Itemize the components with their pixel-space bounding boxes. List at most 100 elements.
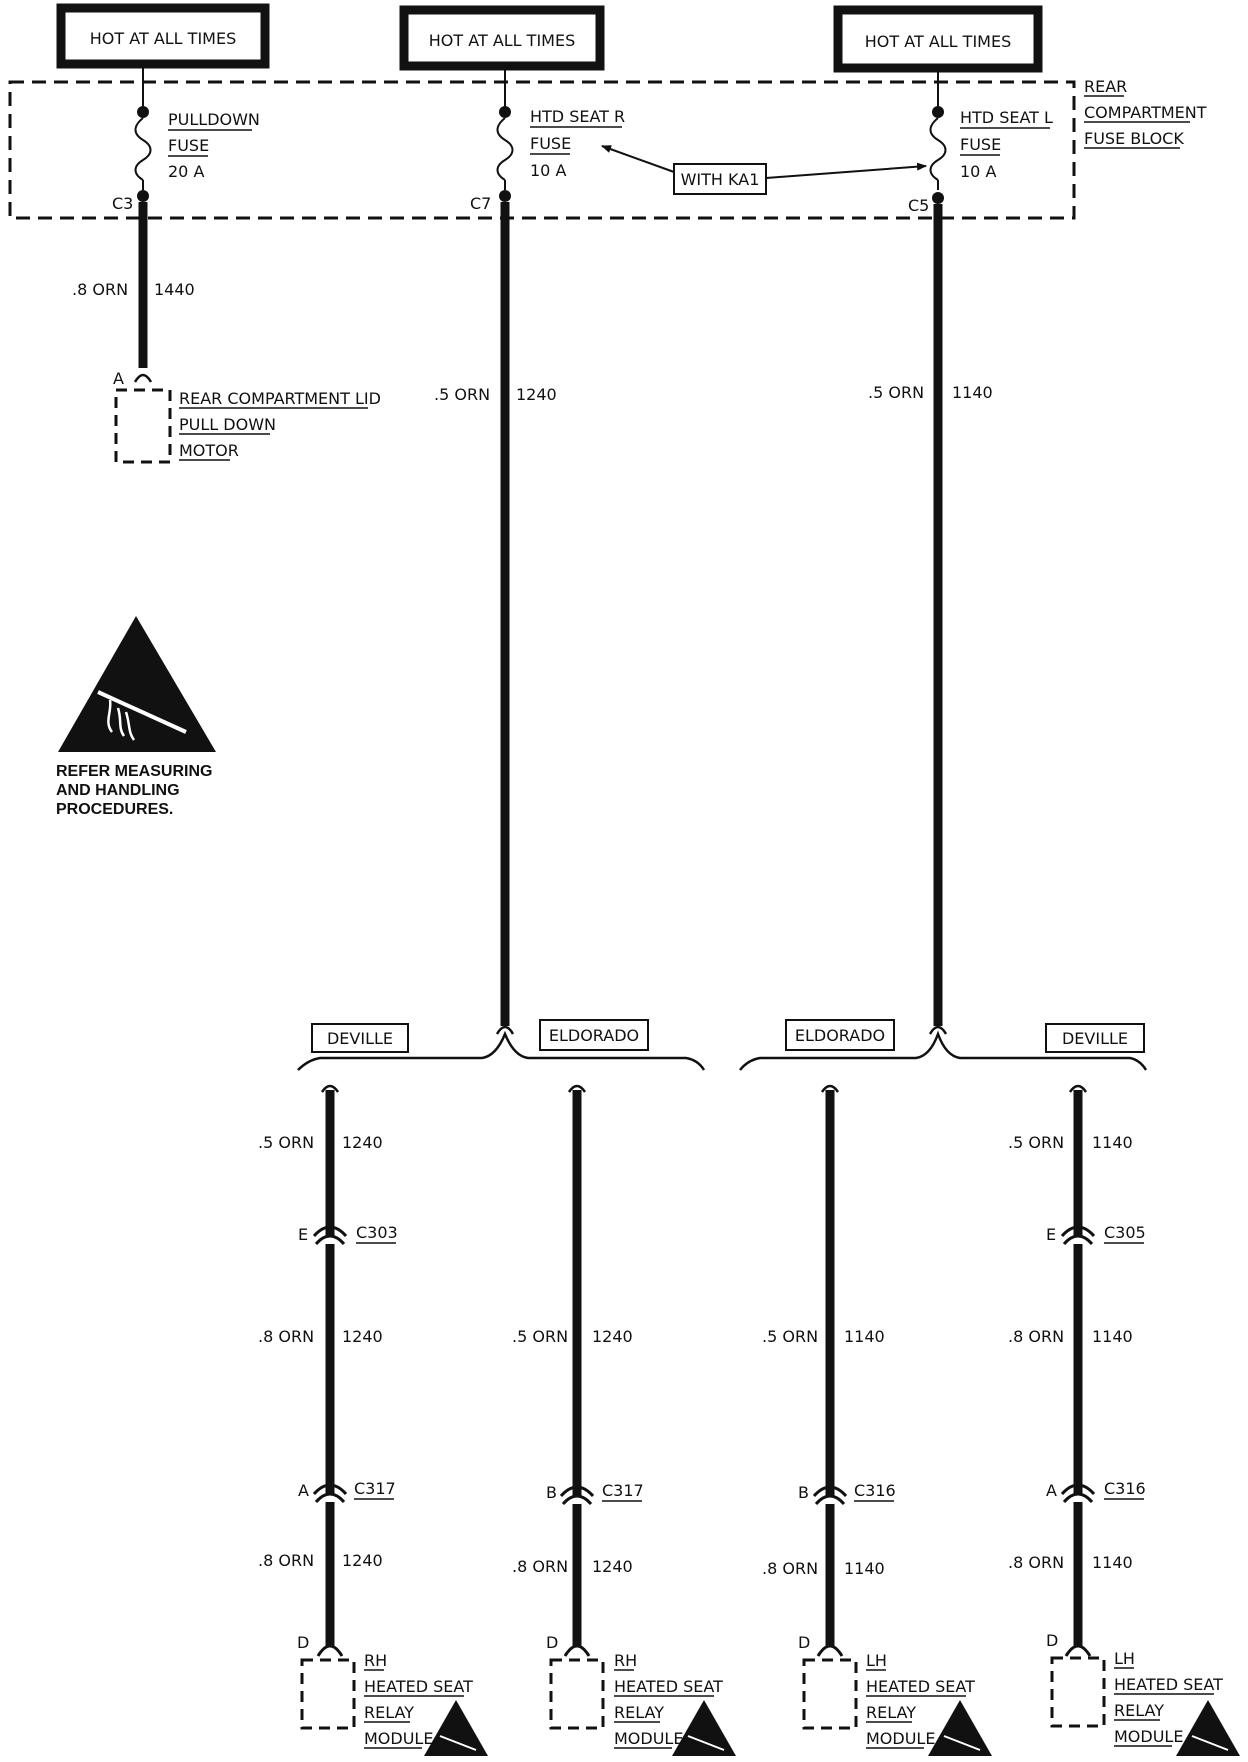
b2-wire2-gauge: .5 ORN: [512, 1327, 568, 1346]
b1-wire3-gauge: .8 ORN: [258, 1551, 314, 1570]
pulldown-fuse-word: FUSE: [168, 136, 209, 155]
hot-box-1: HOT AT ALL TIMES: [56, 3, 270, 69]
b2-conn2-pin: B: [546, 1483, 557, 1502]
b3-wire2-circuit: 1140: [844, 1327, 885, 1346]
b4-conn1-pin: E: [1046, 1225, 1056, 1244]
b3-module-line-4: MODULE: [866, 1729, 935, 1748]
option-label: WITH KA1: [681, 170, 760, 189]
fuse-block-label: REAR COMPARTMENT FUSE BLOCK: [1084, 77, 1207, 149]
htd-seat-l-fuse-word: FUSE: [960, 135, 1001, 154]
hot-box-3: HOT AT ALL TIMES: [833, 5, 1043, 73]
esd-icon: [1176, 1700, 1240, 1756]
htd-seat-l-fuse-rating: 10 A: [960, 162, 996, 181]
option-callout: WITH KA1: [601, 145, 927, 195]
b2-module-line-3: RELAY: [614, 1703, 664, 1722]
b2-wire2-circuit: 1240: [592, 1327, 633, 1346]
b2-module-pin: D: [546, 1633, 558, 1652]
fuse-block-outline: [8, 80, 1076, 220]
b4-module-line-2: HEATED SEAT: [1114, 1675, 1223, 1694]
b3-module-pin: D: [798, 1633, 810, 1652]
b1-wire2-gauge: .8 ORN: [258, 1327, 314, 1346]
pulldown-fuse: PULLDOWN FUSE 20 A C3: [112, 68, 260, 213]
htd-seat-r-fuse-name: HTD SEAT R: [530, 107, 625, 126]
motor-pin: A: [113, 369, 124, 388]
fuse-block-line-3: FUSE BLOCK: [1084, 129, 1184, 148]
b1-module-line-3: RELAY: [364, 1703, 414, 1722]
wire-1240-circuit: 1240: [516, 385, 557, 404]
htd-seat-r-fuse-rating: 10 A: [530, 161, 566, 180]
esd-icon: [424, 1700, 488, 1756]
b1-module-line-4: MODULE: [364, 1729, 433, 1748]
branch-eldorado-lh: .5 ORN 1140 B C316 .8 ORN 1140 D LH HEAT…: [762, 1084, 992, 1756]
htd-seat-r-fuse: HTD SEAT R FUSE 10 A C7: [470, 70, 625, 213]
esd-note-line-3: PROCEDURES.: [56, 801, 173, 818]
branch-label-deville-lh: DEVILLE: [1062, 1029, 1128, 1048]
htd-seat-r-fuse-word: FUSE: [530, 134, 571, 153]
wire-1140: .5 ORN 1140: [868, 204, 993, 1026]
b2-module-line-2: HEATED SEAT: [614, 1677, 723, 1696]
wire-1440-gauge: .8 ORN: [72, 280, 128, 299]
motor-line-2: PULL DOWN: [179, 415, 276, 434]
esd-icon: [928, 1700, 992, 1756]
wire-1440: .8 ORN 1440: [72, 202, 195, 368]
b4-module-line-1: LH: [1114, 1649, 1135, 1668]
connector-c7: C7: [470, 194, 491, 213]
b3-module-line-2: HEATED SEAT: [866, 1677, 975, 1696]
b2-wire3-circuit: 1240: [592, 1557, 633, 1576]
esd-note-line-2: AND HANDLING: [56, 782, 180, 799]
pulldown-fuse-rating: 20 A: [168, 162, 204, 181]
b4-wire2-circuit: 1140: [1092, 1327, 1133, 1346]
fuse-block-line-2: COMPARTMENT: [1084, 103, 1207, 122]
b1-conn2-name: C317: [354, 1479, 396, 1498]
fuse-block-line-1: REAR: [1084, 77, 1127, 96]
wire-1440-circuit: 1440: [154, 280, 195, 299]
b1-wire1-gauge: .5 ORN: [258, 1133, 314, 1152]
b2-wire3-gauge: .8 ORN: [512, 1557, 568, 1576]
hot-label-3: HOT AT ALL TIMES: [865, 32, 1011, 51]
b4-wire1-circuit: 1140: [1092, 1133, 1133, 1152]
branch-label-eldorado-rh: ELDORADO: [549, 1026, 639, 1045]
b1-wire3-circuit: 1240: [342, 1551, 383, 1570]
branch-deville-lh: .5 ORN 1140 E C305 .8 ORN 1140 A C316 .8…: [1008, 1084, 1240, 1756]
b1-wire1-circuit: 1240: [342, 1133, 383, 1152]
b1-wire2-circuit: 1240: [342, 1327, 383, 1346]
wire-1240: .5 ORN 1240: [434, 202, 557, 1026]
split-left: DEVILLE ELDORADO: [297, 1019, 706, 1071]
b3-wire2-gauge: .5 ORN: [762, 1327, 818, 1346]
b3-wire3-gauge: .8 ORN: [762, 1559, 818, 1578]
branch-label-deville-rh: DEVILLE: [327, 1029, 393, 1048]
hot-label-2: HOT AT ALL TIMES: [429, 31, 575, 50]
b4-module-line-4: MODULE: [1114, 1727, 1183, 1746]
b1-conn2-pin: A: [298, 1481, 309, 1500]
b2-module-line-1: RH: [614, 1651, 637, 1670]
branch-deville-rh: .5 ORN 1240 E C303 .8 ORN 1240 A C317 .8…: [258, 1084, 488, 1756]
pull-down-motor: A REAR COMPARTMENT LID PULL DOWN MOTOR: [113, 369, 381, 464]
b3-module-line-3: RELAY: [866, 1703, 916, 1722]
b4-module-pin: D: [1046, 1631, 1058, 1650]
b4-conn2-name: C316: [1104, 1479, 1146, 1498]
branch-label-eldorado-lh: ELDORADO: [795, 1026, 885, 1045]
htd-seat-l-fuse-name: HTD SEAT L: [960, 108, 1053, 127]
b3-module-line-1: LH: [866, 1651, 887, 1670]
b1-module-line-1: RH: [364, 1651, 387, 1670]
b3-conn2-pin: B: [798, 1483, 809, 1502]
esd-note-line-1: REFER MEASURING: [56, 763, 212, 780]
connector-c3: C3: [112, 194, 133, 213]
branch-eldorado-rh: .5 ORN 1240 B C317 .8 ORN 1240 D RH HEAT…: [512, 1084, 736, 1756]
wire-1240-gauge: .5 ORN: [434, 385, 490, 404]
b4-module-line-3: RELAY: [1114, 1701, 1164, 1720]
wire-1140-circuit: 1140: [952, 383, 993, 402]
b4-conn2-pin: A: [1046, 1481, 1057, 1500]
b4-wire3-circuit: 1140: [1092, 1553, 1133, 1572]
pulldown-fuse-name: PULLDOWN: [168, 110, 260, 129]
connector-c5: C5: [908, 196, 929, 215]
b4-wire1-gauge: .5 ORN: [1008, 1133, 1064, 1152]
split-right: ELDORADO DEVILLE: [739, 1019, 1148, 1071]
b2-conn2-name: C317: [602, 1481, 644, 1500]
b4-wire3-gauge: .8 ORN: [1008, 1553, 1064, 1572]
motor-line-3: MOTOR: [179, 441, 239, 460]
esd-warning-icon: [58, 616, 216, 752]
b1-conn1-pin: E: [298, 1225, 308, 1244]
b1-conn1-name: C303: [356, 1223, 398, 1242]
